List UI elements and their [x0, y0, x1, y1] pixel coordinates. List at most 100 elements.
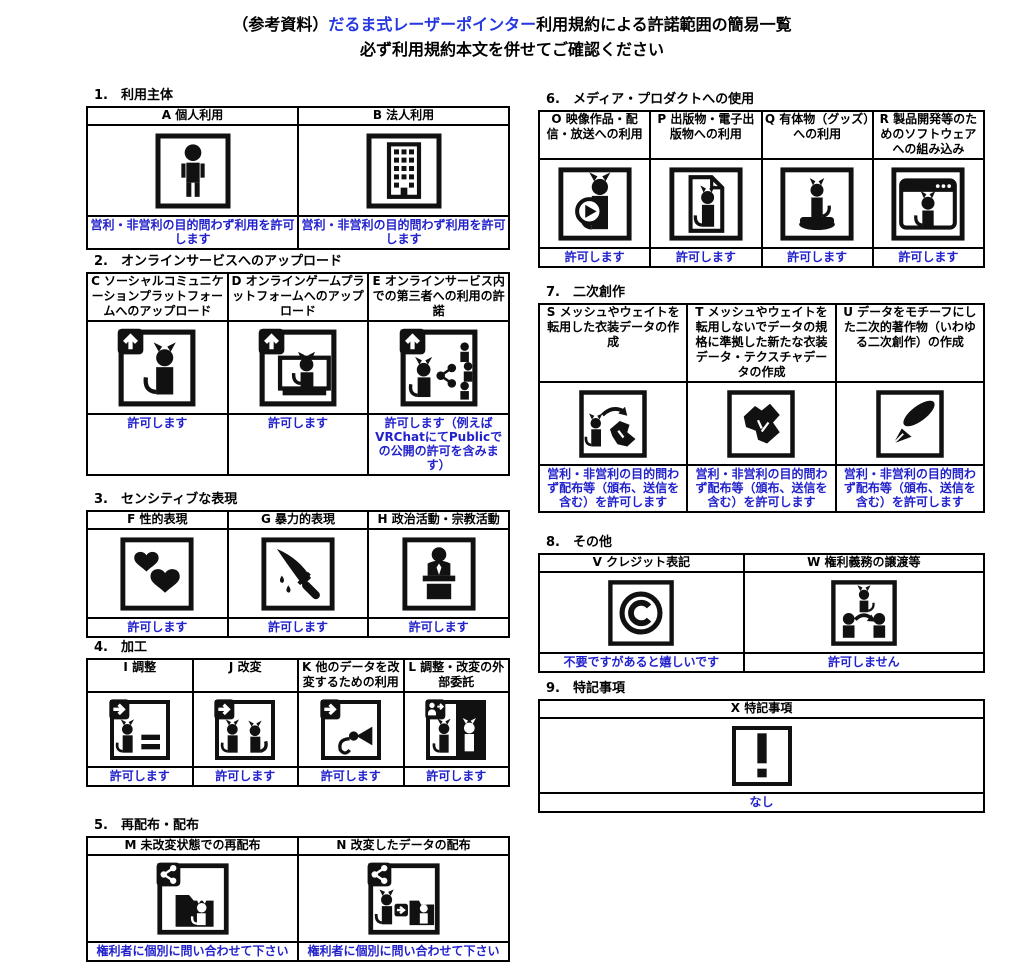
header-cell: L 調整・改変の外部委託: [402, 658, 510, 693]
icon-cell: [226, 528, 370, 619]
header-cell: O 映像作品・配信・放送への利用: [537, 110, 652, 160]
permission-cell: 許可します: [86, 766, 194, 787]
header-cell: J 改変: [191, 658, 299, 693]
icon-cell: [537, 381, 689, 466]
header-cell: R 製品開発等のためのソフトウェアへの組み込み: [871, 110, 986, 160]
modify-cats-icon: [214, 699, 276, 760]
permission-cell: 許可します: [86, 617, 229, 638]
building-icon: [366, 133, 441, 209]
section-6-heading: 6.メディア・プロダクトへの使用: [546, 92, 755, 107]
header-cell: M 未改変状態での再配布: [86, 836, 299, 856]
title-suffix: 利用規約による許諾範囲の簡易一覧: [536, 15, 792, 34]
section-9-table: X 特記事項 なし: [538, 699, 985, 813]
icon-cell: [538, 717, 985, 794]
section-processing: 4.加工 I 調整 J 改変 K 他のデータを改変するための利用 L 調整・改変…: [86, 636, 510, 787]
header-cell: K 他のデータを改変するための利用: [297, 658, 405, 693]
section-media-product: 6.メディア・プロダクトへの使用 O 映像作品・配信・放送への利用 P 出版物・…: [537, 88, 986, 268]
permission-cell: 営利・非営利の目的問わず利用を許可します: [86, 215, 299, 250]
header-cell: U データをモチーフにした二次的著作物（いわゆる二次創作）の作成: [834, 303, 986, 383]
mesh-reuse-costume-icon: [579, 390, 647, 458]
icon-cell: [537, 158, 652, 249]
section-others: 8.その他 V クレジット表記 W 権利義務の譲渡等: [538, 531, 986, 673]
section-7-table: S メッシュやウェイトを転用した衣装データの作成 T メッシュやウェイトを転用し…: [537, 303, 986, 513]
header-cell: P 出版物・電子出版物への利用: [649, 110, 763, 160]
section-2-table: C ソーシャルコミュニケーションプラットフォームへのアップロード D オンライン…: [86, 272, 510, 476]
permission-cell: 許可します: [649, 247, 763, 268]
icon-cell: [297, 854, 510, 943]
goods-figurine-icon: [780, 167, 854, 241]
title-line: （参考資料）だるま式レーザーポインター利用規約による許諾範囲の簡易一覧: [0, 12, 1024, 37]
icon-cell: [402, 691, 510, 768]
title-highlight: だるま式レーザーポインター: [328, 15, 537, 34]
header-cell: D オンラインゲームプラットフォームへのアップロード: [226, 272, 370, 322]
section-1-table: A 個人利用 B 法人利用 営利・非営利の目的問わず利用を許可します 営利・非: [86, 106, 510, 250]
permission-cell: 許可します: [760, 247, 874, 268]
icon-cell: [367, 320, 510, 415]
section-5-table: M 未改変状態での再配布 N 改変したデータの配布: [86, 836, 510, 962]
permission-cell: 許可します: [226, 617, 370, 638]
header-cell: X 特記事項: [538, 699, 985, 719]
header-cell: B 法人利用: [297, 106, 510, 126]
icon-cell: [367, 528, 510, 619]
icon-cell: [686, 381, 837, 466]
icon-cell: [297, 691, 405, 768]
header-cell: I 調整: [86, 658, 194, 693]
new-costume-data-icon: [727, 390, 796, 458]
permission-cell: 営利・非営利の目的問わず利用を許可します: [297, 215, 510, 250]
section-8-table: V クレジット表記 W 権利義務の譲渡等: [538, 553, 986, 673]
copyright-icon: [608, 580, 675, 646]
rights-transfer-icon: [831, 580, 897, 646]
section-derivative-works: 7.二次創作 S メッシュやウェイトを転用した衣装データの作成 T メッシュやウ…: [537, 281, 986, 513]
permission-cell: 営利・非営利の目的問わず配布等（頒布、送信を含む）を許可します: [686, 464, 837, 513]
icon-cell: [191, 691, 299, 768]
upload-game-platform-icon: [258, 328, 337, 407]
permission-cell: 許可しません: [742, 652, 986, 673]
redistribute-folder-icon: [156, 862, 229, 935]
title-prefix: （参考資料）: [232, 15, 329, 34]
section-special-notes: 9.特記事項 X 特記事項 なし: [538, 677, 985, 813]
software-window-icon: [891, 167, 965, 241]
header-cell: C ソーシャルコミュニケーションプラットフォームへのアップロード: [86, 272, 229, 322]
section-4-table: I 調整 J 改変 K 他のデータを改変するための利用 L 調整・改変の外部委託: [86, 658, 510, 787]
section-5-heading: 5.再配布・配布: [94, 818, 199, 833]
video-play-cat-icon: [558, 167, 632, 241]
section-7-heading: 7.二次創作: [546, 285, 625, 300]
header-cell: H 政治活動・宗教活動: [367, 510, 510, 530]
section-6-table: O 映像作品・配信・放送への利用 P 出版物・電子出版物への利用 Q 有体物（グ…: [537, 110, 986, 268]
person-icon: [155, 133, 230, 209]
header-cell: E オンラインサービス内での第三者への利用の許諾: [367, 272, 510, 322]
permission-cell: 許可します: [226, 413, 370, 476]
header-cell: W 権利義務の譲渡等: [742, 553, 986, 573]
icon-cell: [226, 320, 370, 415]
icon-cell: [538, 571, 745, 654]
icon-cell: [871, 158, 986, 249]
icon-cell: [86, 124, 299, 217]
section-1-heading: 1.利用主体: [94, 88, 173, 103]
header-cell: N 改変したデータの配布: [297, 836, 510, 856]
upload-social-cat-icon: [118, 328, 196, 407]
icon-cell: [760, 158, 874, 249]
upload-share-third-party-icon: [399, 328, 478, 407]
section-9-heading: 9.特記事項: [546, 681, 625, 696]
section-2-heading: 2.オンラインサービスへのアップロード: [94, 254, 342, 269]
outsource-icon: [425, 699, 487, 760]
hearts-icon: [120, 537, 194, 611]
icon-cell: [297, 124, 510, 217]
section-3-heading: 3.センシティブな表現: [94, 492, 238, 507]
permission-cell: 許可します（例えばVRChatにてPublicでの公開の許可を含みます）: [367, 413, 510, 476]
subtitle: 必ず利用規約本文を併せてご確認ください: [359, 40, 664, 59]
icon-cell: [86, 854, 299, 943]
header-cell: G 暴力的表現: [226, 510, 370, 530]
permission-cell: 不要ですがあると嬉しいです: [538, 652, 745, 673]
publication-page-icon: [669, 167, 743, 241]
section-3-table: F 性的表現 G 暴力的表現 H 政治活動・宗教活動: [86, 510, 510, 638]
page-title: （参考資料）だるま式レーザーポインター利用規約による許諾範囲の簡易一覧 必ず利用…: [0, 12, 1024, 62]
permission-cell: 許可します: [367, 617, 510, 638]
permission-cell: 許可します: [86, 413, 229, 476]
section-8-heading: 8.その他: [546, 535, 612, 550]
permission-cell: 権利者に個別に問い合わせて下さい: [86, 941, 299, 962]
exclamation-icon: [731, 726, 792, 786]
icon-cell: [834, 381, 986, 466]
permission-cell: 許可します: [191, 766, 299, 787]
header-cell: Q 有体物（グッズ）への利用: [760, 110, 874, 160]
